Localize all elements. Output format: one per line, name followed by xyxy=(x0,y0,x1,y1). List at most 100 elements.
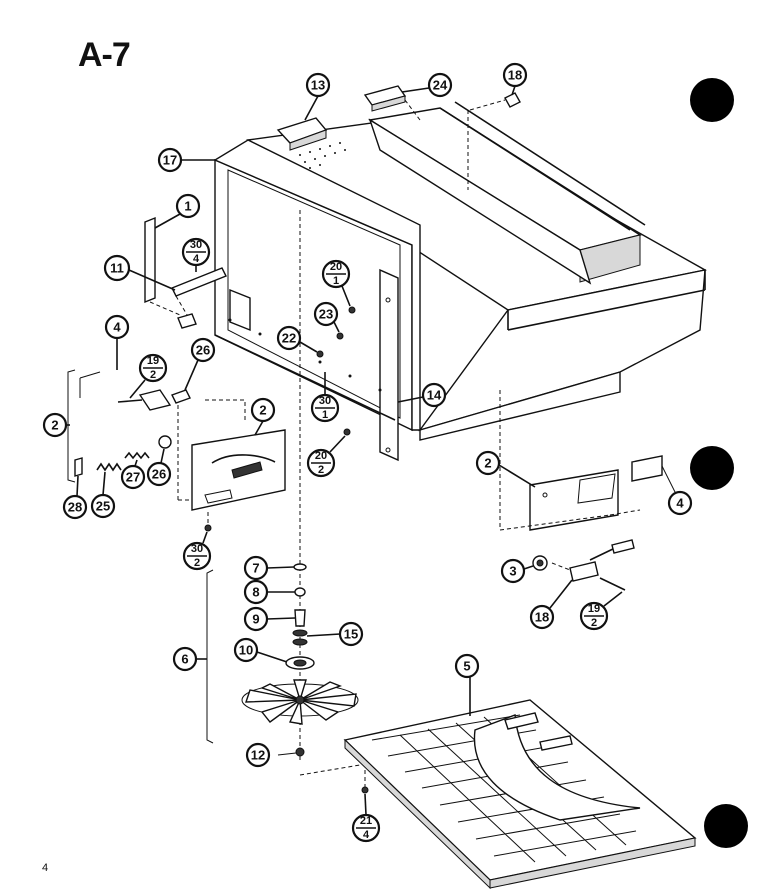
callout-11: 11 xyxy=(103,254,176,291)
callout-17: 17 xyxy=(157,147,215,173)
callouts: 13 24 18 17 1 30 4 11 xyxy=(42,62,693,843)
svg-text:1: 1 xyxy=(322,409,328,421)
stirrer-fan-blade xyxy=(241,679,359,725)
screw-21-4 xyxy=(361,786,369,794)
callout-28: 28 xyxy=(62,475,88,520)
svg-text:26: 26 xyxy=(152,467,166,482)
svg-text:4: 4 xyxy=(676,496,684,511)
washer-7 xyxy=(293,563,307,571)
callout-25: 25 xyxy=(90,471,116,519)
callout-24: 24 xyxy=(401,72,453,98)
screw-20-2 xyxy=(343,428,351,436)
svg-text:14: 14 xyxy=(427,388,442,403)
callout-7: 7 xyxy=(243,555,295,581)
part-1-plate xyxy=(144,216,156,304)
spring-27 xyxy=(124,451,150,460)
callout-18-bottom: 18 xyxy=(529,579,573,630)
oven-cavity-assembly xyxy=(213,101,707,462)
callout-9: 9 xyxy=(243,606,296,632)
callout-19-2-right: 19 2 xyxy=(579,591,623,631)
svg-text:30: 30 xyxy=(190,239,202,251)
callout-3: 3 xyxy=(500,558,534,584)
left-latch-assembly xyxy=(67,216,286,532)
stirrer-fan-assembly xyxy=(206,210,359,760)
callout-13: 13 xyxy=(304,72,331,121)
callout-23: 23 xyxy=(313,301,340,333)
callout-15: 15 xyxy=(306,621,364,647)
callout-30-4: 30 4 xyxy=(181,237,211,272)
screw-20-1 xyxy=(348,306,356,314)
page-title: A-7 xyxy=(78,36,131,74)
callout-4-right: 4 xyxy=(667,490,693,516)
callout-30-1: 30 1 xyxy=(310,372,340,423)
callout-2-right: 2 xyxy=(475,450,536,488)
svg-text:2: 2 xyxy=(194,557,200,569)
svg-text:30: 30 xyxy=(191,543,203,555)
callout-20-1: 20 1 xyxy=(321,259,351,307)
callout-27: 27 xyxy=(120,459,146,490)
latch-arm xyxy=(138,389,172,411)
nut-12 xyxy=(295,747,305,757)
shaft-9 xyxy=(294,609,306,627)
switch-18 xyxy=(569,561,599,582)
svg-text:5: 5 xyxy=(463,659,470,674)
svg-text:21: 21 xyxy=(360,815,372,827)
svg-text:2: 2 xyxy=(318,464,324,476)
svg-text:23: 23 xyxy=(319,307,333,322)
svg-text:22: 22 xyxy=(282,331,296,346)
cavity-bottom-face xyxy=(419,371,621,441)
tray-liner xyxy=(473,714,641,821)
svg-text:27: 27 xyxy=(126,470,140,485)
callout-26-top: 26 xyxy=(184,337,216,391)
callout-6: 6 xyxy=(172,646,207,672)
svg-text:4: 4 xyxy=(113,320,121,335)
svg-text:18: 18 xyxy=(535,610,549,625)
callout-22: 22 xyxy=(276,325,318,353)
vent-holes xyxy=(299,142,346,169)
svg-text:2: 2 xyxy=(484,456,491,471)
callout-12: 12 xyxy=(245,742,271,768)
screw-22 xyxy=(316,350,324,358)
svg-text:20: 20 xyxy=(315,450,327,462)
svg-text:11: 11 xyxy=(110,261,124,276)
bushing-8 xyxy=(294,587,306,597)
svg-text:13: 13 xyxy=(311,78,325,93)
svg-text:9: 9 xyxy=(252,612,259,627)
svg-text:7: 7 xyxy=(252,561,259,576)
svg-text:1: 1 xyxy=(184,199,191,214)
svg-text:8: 8 xyxy=(252,585,259,600)
svg-text:4: 4 xyxy=(363,829,370,841)
svg-text:10: 10 xyxy=(239,643,253,658)
svg-text:24: 24 xyxy=(433,78,448,93)
svg-text:2: 2 xyxy=(51,418,58,433)
svg-text:3: 3 xyxy=(509,564,516,579)
svg-text:20: 20 xyxy=(330,261,342,273)
svg-text:26: 26 xyxy=(196,343,210,358)
part-11-clip xyxy=(177,313,197,329)
switch-bracket-plate xyxy=(529,469,619,531)
hinge-bracket-left xyxy=(229,288,251,332)
screw-30-2 xyxy=(204,524,212,532)
callout-20-2: 20 2 xyxy=(306,435,346,478)
registration-dot-bottom xyxy=(704,804,748,848)
callout-14: 14 xyxy=(397,382,447,408)
knob-26 xyxy=(158,435,172,449)
svg-text:2: 2 xyxy=(150,369,156,381)
svg-text:17: 17 xyxy=(163,153,177,168)
svg-text:2: 2 xyxy=(591,617,597,629)
callout-2-bracket: 2 xyxy=(250,397,276,436)
callout-26-bottom: 26 xyxy=(146,448,172,487)
screw-23 xyxy=(336,332,344,340)
registration-dot-top xyxy=(690,78,734,122)
svg-text:1: 1 xyxy=(333,275,339,287)
svg-text:12: 12 xyxy=(251,748,265,763)
callout-1: 1 xyxy=(154,193,201,229)
callout-30-2: 30 2 xyxy=(182,531,212,571)
spring-25 xyxy=(96,462,122,472)
part-11-bar xyxy=(171,267,227,297)
bottom-tray-5 xyxy=(299,699,697,890)
bracket-28 xyxy=(74,457,83,477)
page-number: 4 xyxy=(42,862,49,874)
callout-21-4: 21 4 xyxy=(351,793,381,843)
callout-5: 5 xyxy=(454,653,480,716)
